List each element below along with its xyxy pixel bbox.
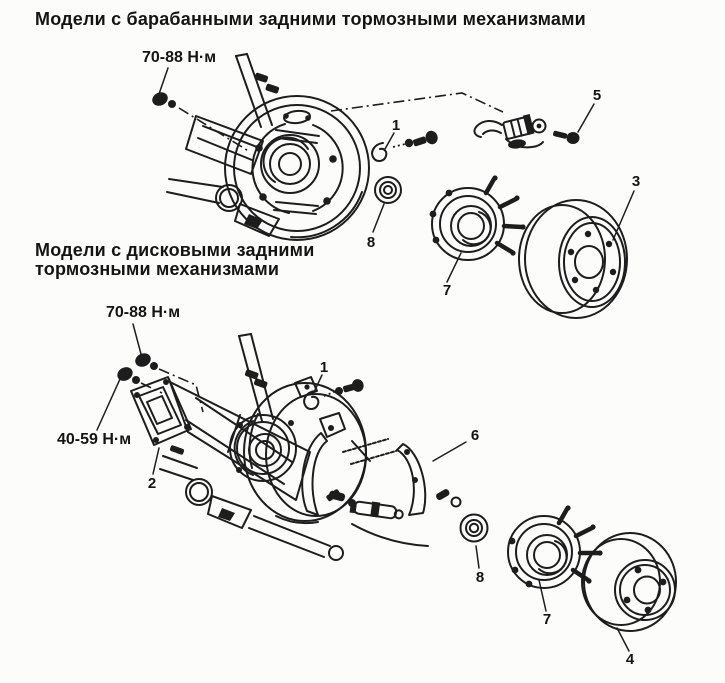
disc-section-title-line2: тормозными механизмами bbox=[35, 259, 280, 279]
drum-callout-8: 8 bbox=[366, 234, 376, 251]
drum-section-title: Модели с барабанными задними тормозными … bbox=[35, 9, 586, 29]
drum-clip-and-bolt bbox=[371, 130, 438, 162]
drum-backing-plate bbox=[224, 95, 370, 241]
drum-diagram bbox=[152, 53, 635, 319]
drum-trailing-arm bbox=[166, 178, 280, 237]
drum-washer bbox=[372, 176, 402, 233]
disc-callout-2: 2 bbox=[147, 475, 157, 492]
disc-knuckle-shield bbox=[229, 376, 367, 525]
disc-callout-4: 4 bbox=[625, 651, 635, 668]
disc-callout-6: 6 bbox=[470, 427, 480, 444]
drum-hub-bearing bbox=[429, 175, 526, 283]
drum-brake-drum bbox=[518, 190, 635, 319]
drum-torque-label: 70-88 Н·м bbox=[142, 49, 217, 66]
drum-callout-1: 1 bbox=[391, 117, 401, 134]
disc-torque-label-upper: 70-88 Н·м bbox=[106, 304, 181, 321]
drum-sensor-bolt bbox=[553, 130, 580, 144]
disc-diagram bbox=[96, 323, 677, 652]
disc-caliper-bracket bbox=[130, 376, 192, 475]
disc-section-title-line1: Модели с дисковыми задними bbox=[35, 240, 315, 260]
disc-torque-bolt-upper bbox=[132, 323, 204, 413]
disc-torque-label-lower: 40-59 Н·м bbox=[57, 431, 132, 448]
disc-torque-bolt-lower bbox=[96, 367, 163, 431]
disc-strut bbox=[238, 333, 274, 422]
drum-strut bbox=[235, 53, 280, 128]
drum-sensor-assembly bbox=[330, 92, 595, 149]
disc-shoe-adjuster bbox=[349, 500, 404, 520]
disc-trailing-arm bbox=[159, 445, 252, 529]
disc-washer bbox=[459, 513, 489, 569]
drum-axle-beam bbox=[185, 115, 264, 175]
disc-callout-7: 7 bbox=[542, 611, 552, 628]
drum-callout-3: 3 bbox=[631, 173, 641, 190]
drum-callout-5: 5 bbox=[592, 87, 602, 104]
disc-callout-1: 1 bbox=[319, 359, 329, 376]
disc-lower-arm bbox=[248, 515, 344, 561]
disc-callout-8: 8 bbox=[475, 569, 485, 586]
disc-brake-disc bbox=[581, 532, 677, 652]
disc-clip-and-bolt bbox=[303, 374, 364, 410]
disc-hub-bearing bbox=[507, 505, 603, 612]
disc-parking-shoes bbox=[301, 412, 467, 547]
drum-callout-7: 7 bbox=[442, 282, 452, 299]
